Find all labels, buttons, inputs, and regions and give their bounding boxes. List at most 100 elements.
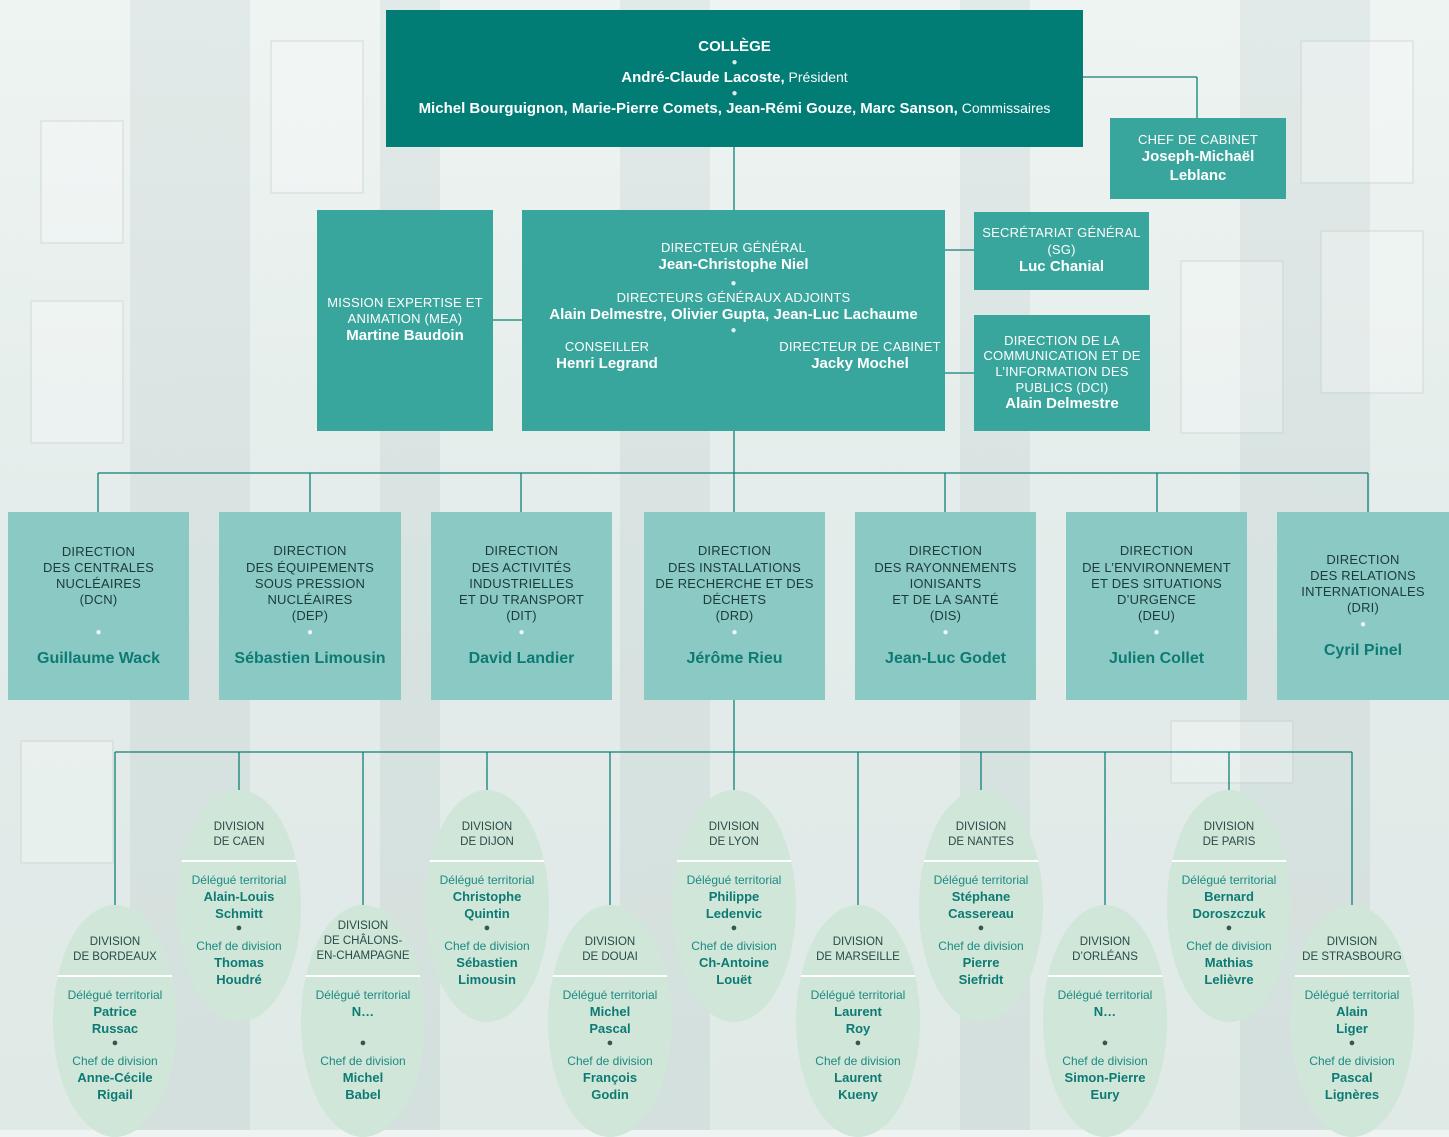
division-title-line: EN-CHAMPAGNE: [316, 950, 410, 962]
direction-title-line: DIRECTION: [273, 543, 347, 559]
direction-title-line: (DEP): [291, 608, 329, 624]
separator-dot: ●: [731, 87, 738, 99]
delegue-label: Délégué territorial: [562, 988, 658, 1002]
chef-division-label: Chef de division: [938, 939, 1024, 953]
delegue-label: Délégué territorial: [810, 988, 906, 1002]
directeur-cabinet: DIRECTEUR DE CABINET Jacky Mochel: [775, 339, 945, 374]
division-title-line: DIVISION: [1079, 936, 1131, 948]
chef-division-label: Chef de division: [444, 939, 530, 953]
separator-dot: ●: [606, 1037, 614, 1049]
delegue-name: Bernard: [1204, 889, 1254, 904]
separator-dot: ●: [730, 278, 737, 289]
direction-title-line: ET DU TRANSPORT: [458, 592, 585, 608]
division-title-line: DE MARSEILLE: [816, 951, 900, 963]
delegue-name: Philippe: [708, 889, 760, 904]
delegue-name: Ledenvic: [705, 906, 763, 921]
chef-division-label: Chef de division: [567, 1054, 653, 1068]
direction-title-line: DES RAYONNEMENTS IONISANTS: [874, 559, 1017, 591]
president-name: André-Claude Lacoste,: [621, 69, 785, 87]
conseiller-title: CONSEILLER: [564, 339, 650, 354]
delegue-name: Stéphane: [951, 889, 1011, 904]
direction-head-name: Jean-Luc Godet: [885, 649, 1006, 667]
direction-head-name: Jérôme Rieu: [686, 649, 783, 667]
chef-division-name: Simon-Pierre: [1064, 1070, 1146, 1085]
dci-title-2: COMMUNICATION ET DE: [983, 348, 1141, 364]
separator-dot: ●: [942, 626, 949, 638]
direction-head-name: Cyril Pinel: [1323, 641, 1403, 659]
commissioners-role: Commissaires: [961, 99, 1051, 116]
direction-title-line: DES RELATIONS: [1310, 567, 1416, 583]
directeur-cabinet-name: Jacky Mochel: [811, 355, 909, 373]
delegue-name: [301, 1020, 425, 1037]
delegue-name: Quintin: [464, 906, 510, 921]
division-title-line: DIVISION: [708, 821, 760, 833]
division-title-line: DIVISION: [955, 821, 1007, 833]
direction-title-line: DES CENTRALES NUCLÉAIRES: [43, 559, 154, 591]
chef-cabinet-title: CHEF DE CABINET: [1137, 131, 1258, 147]
division-title-line: DE LYON: [709, 836, 759, 848]
direction-title-line: DIRECTION: [1119, 543, 1194, 559]
division-title-line: DIVISION: [1326, 936, 1378, 948]
direction-title-line: ET DE LA SANTÉ: [892, 592, 999, 608]
direction-box-dri: DIRECTION DES RELATIONS INTERNATIONALES …: [1277, 512, 1449, 700]
delegue-label: Délégué territorial: [67, 988, 163, 1002]
chef-division-name: Lelièvre: [1204, 972, 1254, 987]
chef-division-name: François: [582, 1070, 638, 1085]
direction-title-line: DIRECTION: [484, 543, 559, 559]
sg-box: SECRÉTARIAT GÉNÉRAL (SG) Luc Chanial: [974, 212, 1149, 290]
delegue-name: Laurent: [834, 1004, 882, 1019]
delegue-label: Délégué territorial: [439, 873, 535, 887]
direction-title-line: DIRECTION: [61, 543, 136, 559]
direction-title-line: (DRI): [1346, 600, 1380, 616]
division-separator: [53, 975, 177, 977]
direction-box-dcn: DIRECTION DES CENTRALES NUCLÉAIRES (DCN)…: [8, 512, 189, 700]
direction-title-line: DIRECTION: [1326, 551, 1400, 567]
delegue-name: Christophe: [452, 889, 522, 904]
commissioners-names: Michel Bourguignon, Marie-Pierre Comets,…: [418, 99, 958, 117]
mea-name: Martine Baudoin: [346, 327, 464, 345]
division-separator: [672, 860, 796, 862]
division-title-line: DE DOUAI: [582, 951, 638, 963]
college-commissioners: Michel Bourguignon, Marie-Pierre Comets,…: [419, 100, 1051, 119]
division-title-line: DIVISION: [337, 920, 389, 932]
delegue-name: Schmitt: [215, 906, 263, 921]
chef-division-label: Chef de division: [1309, 1054, 1395, 1068]
direction-head-name: Julien Collet: [1108, 649, 1205, 667]
delegue-name: Alain: [1336, 1004, 1368, 1019]
chef-division-name: Kueny: [838, 1087, 878, 1102]
separator-dot: ●: [483, 922, 491, 934]
sg-name: Luc Chanial: [1018, 257, 1104, 275]
president-role: Président: [788, 69, 848, 86]
chef-division-name: Limousin: [458, 972, 516, 987]
separator-dot: ●: [111, 1037, 119, 1049]
college-title: COLLÈGE: [698, 38, 771, 56]
chef-division-name: Rigail: [97, 1087, 133, 1102]
division-separator: [301, 975, 425, 977]
division-separator: [1167, 860, 1291, 862]
division-title-line: DIVISION: [213, 821, 265, 833]
direction-title-line: (DRD): [715, 608, 754, 624]
delegue-name: N…: [1093, 1004, 1117, 1019]
chef-division-label: Chef de division: [691, 939, 777, 953]
delegue-label: Délégué territorial: [191, 873, 287, 887]
division-separator: [796, 975, 920, 977]
direction-box-dit: DIRECTION DES ACTIVITÉS INDUSTRIELLES ET…: [431, 512, 612, 700]
delegue-label: Délégué territorial: [315, 988, 411, 1002]
division-title-line: DE BORDEAUX: [73, 951, 157, 963]
direction-head-name: Guillaume Wack: [37, 649, 160, 667]
direction-title-line: DIRECTION: [697, 543, 772, 559]
separator-dot: ●: [1225, 922, 1233, 934]
chef-cabinet-name-2: Leblanc: [1169, 166, 1227, 184]
dci-name: Alain Delmestre: [1005, 395, 1119, 413]
chef-division-label: Chef de division: [196, 939, 282, 953]
direction-box-deu: DIRECTION DE L’ENVIRONNEMENT ET DES SITU…: [1066, 512, 1247, 700]
dci-title-3: L’INFORMATION DES: [995, 364, 1129, 379]
delegue-name: Alain-Louis: [203, 889, 275, 904]
separator-dot: ●: [730, 325, 737, 336]
separator-dot: ●: [1153, 626, 1160, 638]
